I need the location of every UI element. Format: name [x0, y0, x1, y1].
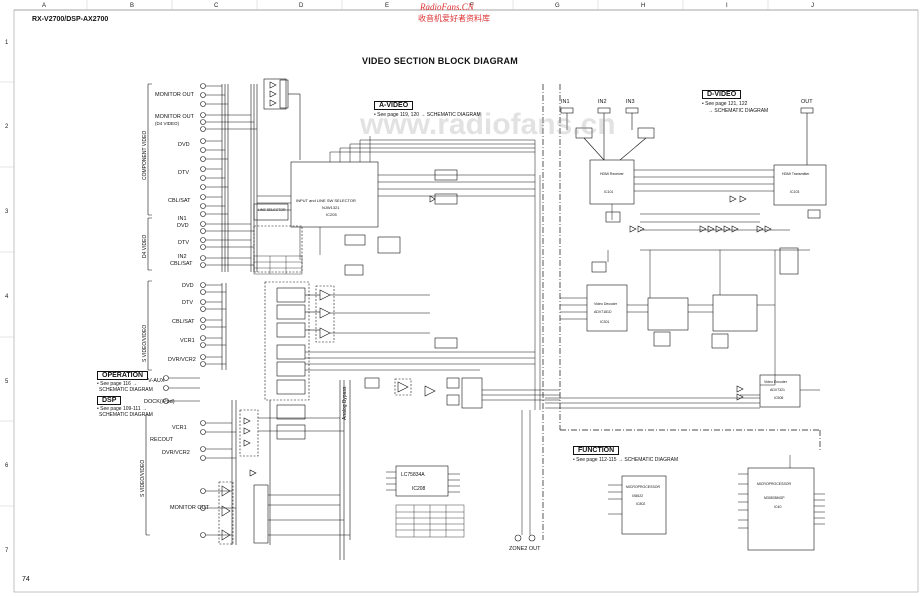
watermark-logo: RadioFans.CN [420, 2, 474, 12]
chip-label: ADV7321 [770, 388, 785, 392]
watermark-subtitle: 收音机爱好者资料库 [418, 14, 490, 23]
col-header: H [641, 3, 646, 9]
col-header: G [555, 3, 560, 9]
chip-label: NJW1321 [322, 205, 340, 210]
row-header: 4 [5, 294, 9, 300]
group-label-svideo: S VIDEO/VIDEO [142, 324, 148, 362]
chip-label: LC75834A [401, 472, 425, 478]
input-label: MONITOR OUT [155, 92, 195, 98]
row-header: 6 [5, 463, 9, 469]
model-name: RX-V2700/DSP-AX2700 [32, 16, 109, 23]
section-function: FUNCTION [573, 446, 620, 455]
chip-label: LINE SELECTOR [258, 208, 286, 212]
output-label: RECOUT [150, 437, 174, 443]
output-label: VCR1 [172, 425, 187, 431]
chip-label: IC103 [790, 190, 800, 194]
dsp-reference-1: • See page 109-111 → [97, 406, 147, 412]
input-label: DVD [177, 223, 189, 229]
a-video-reference: • See page 119, 120 → SCHEMATIC DIAGRAM [374, 112, 481, 118]
page-number: 74 [22, 576, 30, 583]
hdmi-label: IN2 [598, 99, 607, 105]
chip-label: M30835MGP [764, 496, 785, 500]
input-label: DOCK(iPod) [144, 399, 175, 405]
hdmi-label: IN1 [561, 99, 570, 105]
input-label: IN2 [178, 254, 187, 260]
chip-label: IC802 [636, 502, 646, 506]
chip-label: MICROPROCESSOR [757, 482, 792, 486]
page-title: VIDEO SECTION BLOCK DIAGRAM [362, 56, 518, 66]
output-label: DVR/VCR2 [162, 450, 190, 456]
chip-label: IC506 [774, 396, 784, 400]
hdmi-label: OUT [801, 99, 813, 105]
chip-label: Video Encoder [764, 380, 787, 384]
group-label-svideo-out: S VIDEO/VIDEO [140, 459, 146, 497]
chip-label: INPUT and LINE SW SELECTOR [296, 198, 356, 203]
group-label-component: COMPONENT VIDEO [142, 130, 148, 180]
d-video-reference-1: • See page 121, 122 [702, 101, 748, 107]
hdmi-label: IN3 [626, 99, 635, 105]
analog-bypass-label: Analog Bypass [342, 386, 348, 420]
input-label: DTV [182, 300, 193, 306]
row-header: 7 [5, 548, 9, 554]
input-label: IN1 [178, 216, 187, 222]
group-label-d4: D4 VIDEO [142, 234, 148, 258]
chip-label: IC301 [600, 320, 610, 324]
operation-reference-2: SCHEMATIC DIAGRAM [99, 387, 153, 393]
col-header: C [214, 3, 219, 9]
col-header: J [811, 3, 814, 9]
input-label: DTV [178, 240, 189, 246]
input-label: CBL/SAT [170, 261, 193, 267]
col-header: E [385, 3, 390, 9]
section-a-video: A-VIDEO [374, 101, 414, 110]
chip-label: IC40 [774, 505, 782, 509]
input-label: VCR1 [180, 338, 195, 344]
chip-label: ADV7181D [594, 310, 612, 314]
function-reference: • See page 112-115 → SCHEMATIC DIAGRAM [573, 457, 679, 463]
dsp-reference-2: SCHEMATIC DIAGRAM [99, 412, 153, 418]
input-label: DVD [178, 142, 190, 148]
section-dsp: DSP [97, 396, 122, 405]
chip-label: Video Decoder [594, 302, 618, 306]
input-label: (D4 VIDEO) [155, 121, 180, 126]
input-label: V-AUX [148, 378, 165, 384]
row-header: 2 [5, 124, 9, 130]
d-video-reference-2: → SCHEMATIC DIAGRAM [708, 108, 769, 114]
chip-label: HDMI Receiver [600, 172, 624, 176]
col-header: B [130, 3, 135, 9]
input-label: DVD [182, 283, 194, 289]
watermark-background: www.radiofans.cn [360, 108, 616, 141]
row-header: 3 [5, 209, 9, 215]
chip-label: MICROPROCESSOR [626, 485, 661, 489]
section-d-video: D-VIDEO [702, 90, 742, 99]
row-header: 5 [5, 379, 9, 385]
col-header: I [726, 3, 728, 9]
operation-reference-1: • See page 116 → [97, 381, 138, 387]
output-label: MONITOR OUT [170, 505, 210, 511]
chip-label: IX8622 [632, 494, 644, 498]
col-header: D [299, 3, 304, 9]
input-label: DTV [178, 170, 189, 176]
chip-label: IC101 [604, 190, 614, 194]
input-label: CBL/SAT [168, 198, 191, 204]
row-header: 1 [5, 40, 9, 46]
input-label: MONITOR OUT [155, 114, 195, 120]
col-header: F [470, 3, 474, 9]
input-label: CBL/SAT [172, 319, 195, 325]
section-operation: OPERATION [97, 371, 149, 380]
col-header: A [42, 3, 47, 9]
chip-label: HDMI Transmitter [782, 172, 810, 176]
chip-label: IC205 [326, 212, 337, 217]
input-label: DVR/VCR2 [168, 357, 196, 363]
chip-label: IC208 [412, 486, 426, 492]
zone2-output-label: ZONE2 OUT [509, 546, 541, 552]
